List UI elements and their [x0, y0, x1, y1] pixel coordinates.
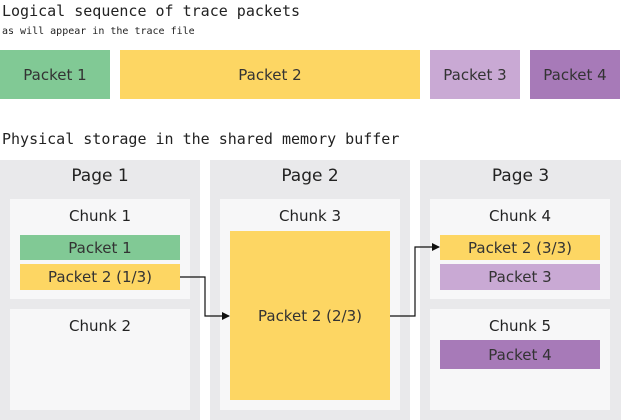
logical-title: Logical sequence of trace packets — [2, 2, 301, 20]
logical-packet-2: Packet 2 — [120, 50, 420, 99]
chunk-1-packet-1: Packet 1 — [20, 235, 180, 260]
chunk-1-packet-2-part-1: Packet 2 (1/3) — [20, 264, 180, 290]
chunk-5-packet-4: Packet 4 — [440, 340, 600, 369]
chunk-3-packet-2-part-2: Packet 2 (2/3) — [230, 231, 390, 400]
chunk-2-label: Chunk 2 — [69, 317, 131, 335]
physical-title: Physical storage in the shared memory bu… — [2, 130, 400, 148]
page-1-label: Page 1 — [71, 166, 129, 186]
page-3-label: Page 3 — [491, 166, 550, 186]
chunk-4-packet-2-part-3: Packet 2 (3/3) — [440, 235, 600, 260]
arrow-part2-to-part3 — [390, 243, 440, 317]
logical-subtitle: as will appear in the trace file — [2, 26, 195, 37]
chunk-3-label: Chunk 3 — [279, 207, 341, 225]
logical-packet-3: Packet 3 — [430, 50, 520, 99]
chunk-2 — [10, 309, 190, 410]
chunk-1-label: Chunk 1 — [69, 207, 131, 225]
chunk-5-label: Chunk 5 — [489, 317, 551, 335]
logical-packet-4: Packet 4 — [530, 50, 620, 99]
logical-packet-1: Packet 1 — [0, 50, 110, 99]
chunk-4-packet-3: Packet 3 — [440, 264, 600, 290]
arrow-part1-to-part2 — [180, 276, 230, 320]
page-2-label: Page 2 — [281, 166, 339, 186]
chunk-4-label: Chunk 4 — [489, 207, 551, 225]
